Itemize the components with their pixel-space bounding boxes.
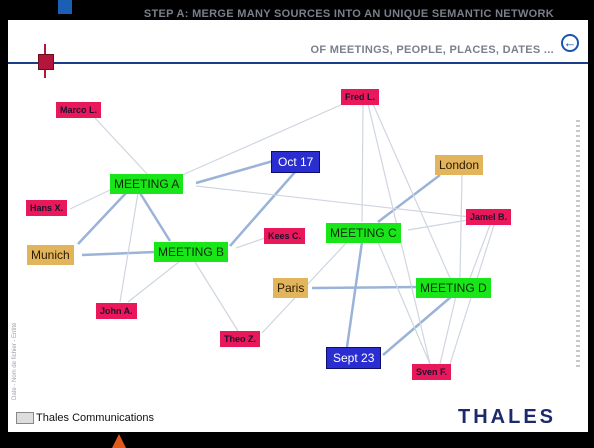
edge-kees-meetingB (235, 237, 266, 249)
edge-meetingA-jamel (195, 185, 471, 218)
edge-meetingB-oct17 (229, 171, 296, 247)
edge-london-meetingD (459, 174, 463, 279)
edge-jamel-meetingC (407, 219, 469, 231)
place-node-munich[interactable]: Munich (27, 245, 74, 265)
edge-marco-meetingA (94, 117, 149, 176)
person-node-john[interactable]: John A. (96, 303, 137, 319)
person-node-sven[interactable]: Sven F. (412, 364, 452, 380)
edge-meetingD-sept23 (382, 295, 453, 356)
person-node-jamel[interactable]: Jamel B. (466, 209, 512, 225)
person-node-kees[interactable]: Kees C. (264, 228, 306, 244)
edge-theo-meetingB (194, 261, 239, 332)
edge-meetingC-london (377, 174, 441, 223)
edge-meetingC-sven (377, 241, 431, 365)
edge-fred-meetingD (372, 103, 451, 279)
back-arrow-icon[interactable]: ← (561, 34, 579, 52)
place-node-paris[interactable]: Paris (273, 278, 309, 298)
footer-company: Thales Communications (36, 412, 154, 424)
meeting-node-c[interactable]: MEETING C (326, 223, 401, 243)
edge-hans-meetingA (69, 188, 113, 210)
slide-title-line2: OF MEETINGS, PEOPLE, PLACES, DATES ... (310, 44, 554, 56)
thales-logo: THALES (458, 406, 556, 428)
edge-jamel-meetingD (469, 224, 491, 279)
edge-paris-meetingD (311, 285, 418, 290)
edge-meetingA-oct17 (195, 159, 274, 185)
edge-meetingA-meetingB (138, 192, 172, 242)
edge-meetingB-munich (81, 250, 156, 257)
person-node-marco[interactable]: Marco L. (56, 102, 102, 118)
header-rule (8, 62, 588, 64)
meeting-node-b[interactable]: MEETING B (154, 242, 229, 262)
meeting-node-a[interactable]: MEETING A (110, 174, 184, 194)
side-footer-text: Date - Nom de fichier - Entité (12, 322, 18, 400)
person-node-hans[interactable]: Hans X. (26, 200, 68, 216)
edge-john-meetingB (127, 260, 181, 303)
edge-meetingC-sept23 (345, 241, 364, 348)
footer-page-icon (16, 412, 34, 424)
date-node-sept23[interactable]: Sept 23 (326, 347, 382, 369)
date-node-oct17[interactable]: Oct 17 (271, 151, 321, 173)
top-accent-block (58, 0, 72, 14)
edge-fred-meetingC (361, 103, 364, 223)
slide (8, 20, 588, 432)
slide-title-line1: STEP A: MERGE MANY SOURCES INTO AN UNIQU… (143, 8, 554, 20)
top-black-band (0, 0, 594, 20)
person-node-fred[interactable]: Fred L. (341, 89, 380, 105)
edge-meetingA-munich (77, 192, 127, 245)
edge-fred-meetingA (179, 99, 353, 177)
fine-print-strip (576, 120, 580, 370)
marker-square (38, 54, 54, 70)
edge-meetingD-sven (439, 295, 457, 365)
edge-john-meetingA (119, 192, 139, 303)
person-node-theo[interactable]: Theo Z. (220, 331, 260, 347)
pointer-cursor-icon (112, 434, 126, 448)
place-node-london[interactable]: London (435, 155, 484, 175)
meeting-node-d[interactable]: MEETING D (416, 278, 491, 298)
